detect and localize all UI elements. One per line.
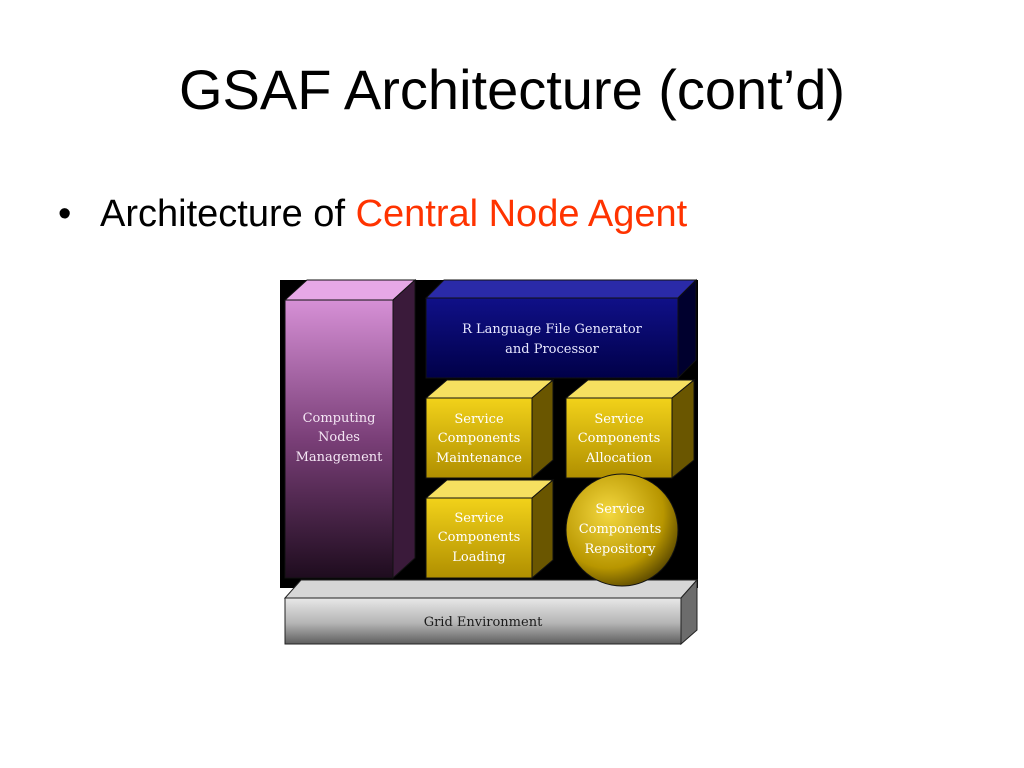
allocation-label-3: Allocation (585, 451, 653, 466)
repository-sphere: Service Components Repository (565, 473, 679, 587)
generator-block: R Language File Generator and Processor (424, 278, 698, 380)
generator-label-1: R Language File Generator (462, 322, 643, 337)
maintenance-block: Service Components Maintenance (424, 378, 555, 480)
computing-nodes-block: Computing Nodes Management (283, 278, 417, 580)
loading-block: Service Components Loading (424, 478, 555, 580)
bullet-highlight: Central Node Agent (355, 193, 688, 235)
grid-environment-block: Grid Environment (283, 578, 699, 646)
repository-label-2: Components (579, 522, 662, 537)
computing-label-1: Computing (303, 411, 376, 426)
loading-label-2: Components (438, 530, 521, 545)
loading-label-1: Service (454, 511, 504, 526)
repository-label-3: Repository (584, 542, 656, 557)
grid-label: Grid Environment (424, 615, 543, 630)
computing-label-2: Nodes (318, 430, 360, 445)
bullet-text: Architecture of (100, 193, 345, 235)
maintenance-label-2: Components (438, 431, 521, 446)
allocation-label-1: Service (594, 412, 644, 427)
maintenance-label-1: Service (454, 412, 504, 427)
architecture-diagram: Grid Environment Computing Nodes Managem… (260, 268, 720, 658)
allocation-label-2: Components (578, 431, 661, 446)
allocation-block: Service Components Allocation (564, 378, 696, 480)
loading-label-3: Loading (452, 550, 505, 565)
computing-label-3: Management (296, 450, 384, 465)
bullet-dot: • (58, 193, 72, 235)
repository-label-1: Service (595, 502, 645, 517)
generator-label-2: and Processor (505, 342, 600, 357)
bullet-item: • Architecture of Central Node Agent (58, 193, 688, 236)
maintenance-label-3: Maintenance (436, 451, 522, 466)
slide-title: GSAF Architecture (cont’d) (178, 58, 845, 121)
